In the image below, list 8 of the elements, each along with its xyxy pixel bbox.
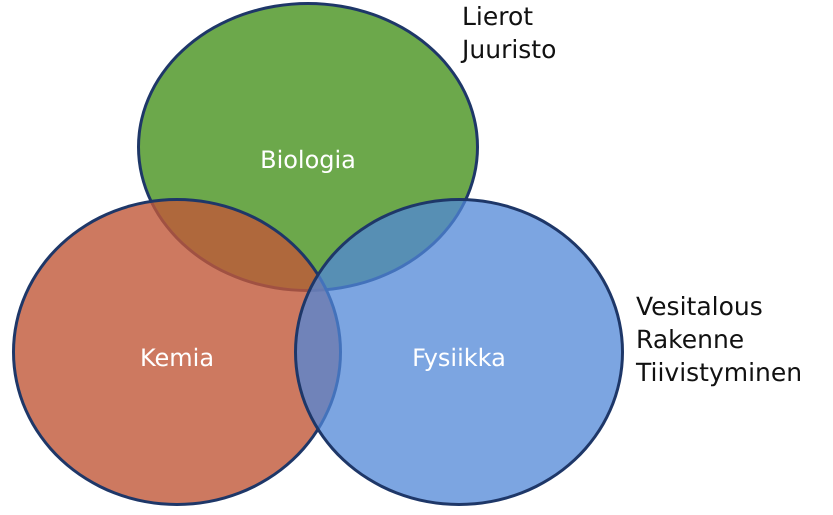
circle-label: Fysiikka xyxy=(411,343,507,373)
circle-label: Kemia xyxy=(138,343,216,373)
topic-label: Tiivistyminen xyxy=(636,357,802,389)
topic-label: Juuristo xyxy=(462,34,556,66)
topic-label: Vesitalous xyxy=(636,291,764,323)
topic-label: Lierot xyxy=(462,1,534,33)
topic-label: Rakenne xyxy=(636,324,746,356)
circle-label: Biologia xyxy=(259,145,357,175)
